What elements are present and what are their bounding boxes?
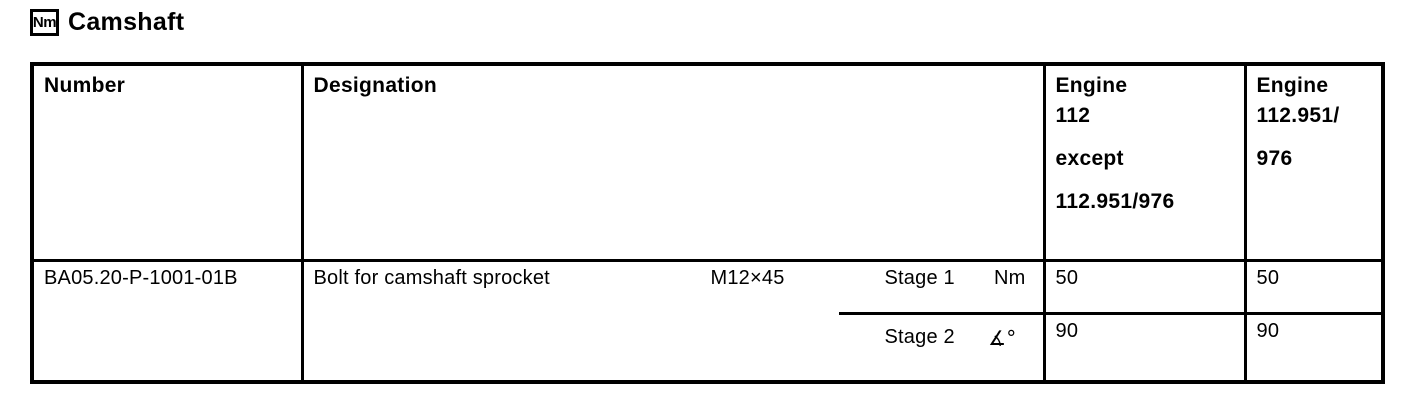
cell-number: BA05.20-P-1001-01B xyxy=(30,258,304,383)
engine-left-line-1: Engine 112 xyxy=(1055,74,1128,127)
cell-stage2-engine-left-value: 90 xyxy=(1042,311,1247,383)
page-title: Camshaft xyxy=(68,8,185,36)
engine-right-line-1: Engine 112.951/ xyxy=(1256,74,1340,127)
bolt-size: M12×45 xyxy=(710,266,785,289)
table-header-row: Number Designation Engine 112 except 112… xyxy=(30,62,1385,262)
torque-spec-table: Number Designation Engine 112 except 112… xyxy=(30,62,1385,384)
designation-text: Bolt for camshaft sprocket xyxy=(313,266,550,289)
table-row-stage2: 90 90 xyxy=(32,311,1385,383)
stage2-unit-angle-degrees: ∡° xyxy=(988,325,1017,350)
col-header-engine-112-except: Engine 112 except 112.951/976 xyxy=(1042,62,1247,262)
cell-stage1-engine-right-value: 50 xyxy=(1243,258,1385,315)
job-number: BA05.20-P-1001-01B xyxy=(44,266,238,289)
col-header-designation-label: Designation xyxy=(313,74,437,97)
stage-divider-line xyxy=(838,311,1041,315)
col-header-number: Number xyxy=(30,62,304,262)
stage1-label: Stage 1 xyxy=(884,266,955,289)
col-header-number-label: Number xyxy=(44,74,126,97)
col-header-designation: Designation xyxy=(300,62,1046,262)
designation-layout: Bolt for camshaft sprocket M12×45 Stage … xyxy=(305,263,1041,379)
stage2-label: Stage 2 xyxy=(884,325,955,348)
cell-stage1-engine-left-value: 50 xyxy=(1042,258,1247,315)
col-header-engine-112-951-976: Engine 112.951/ 976 xyxy=(1243,62,1385,262)
cell-stage2-engine-right-value: 90 xyxy=(1243,311,1385,383)
engine-left-line-2: except xyxy=(1055,147,1124,170)
cell-designation: Bolt for camshaft sprocket M12×45 Stage … xyxy=(300,258,1046,383)
section-title: Nm Camshaft xyxy=(30,8,184,37)
engine-left-line-3: 112.951/976 xyxy=(1055,190,1175,213)
engine-right-line-2: 976 xyxy=(1256,147,1293,170)
torque-nm-icon: Nm xyxy=(30,9,59,36)
table-row-stage1: BA05.20-P-1001-01B Bolt for camshaft spr… xyxy=(30,258,1385,383)
stage1-unit-nm: Nm xyxy=(993,266,1026,289)
